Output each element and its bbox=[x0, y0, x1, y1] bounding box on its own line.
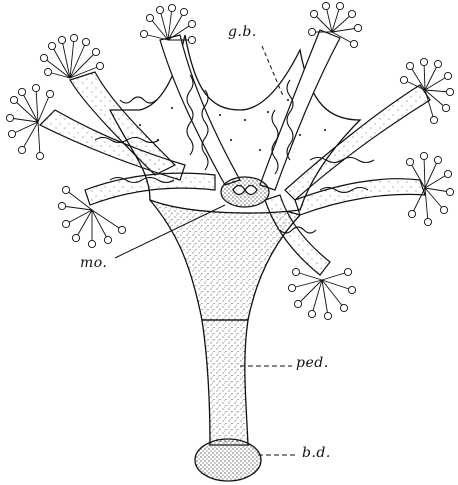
label-basal-disc: b.d. bbox=[302, 445, 331, 461]
arm-right-lower bbox=[295, 179, 425, 215]
tentacle-cluster-top-center bbox=[140, 4, 195, 43]
label-gonad-band: g.b. bbox=[228, 24, 257, 40]
mouth bbox=[221, 177, 269, 207]
label-peduncle: ped. bbox=[296, 355, 329, 371]
label-mouth: mo. bbox=[80, 255, 107, 271]
peduncle bbox=[202, 320, 248, 445]
tentacle-cluster-top-left bbox=[40, 34, 103, 78]
tentacle-cluster-bottom bbox=[288, 268, 355, 319]
